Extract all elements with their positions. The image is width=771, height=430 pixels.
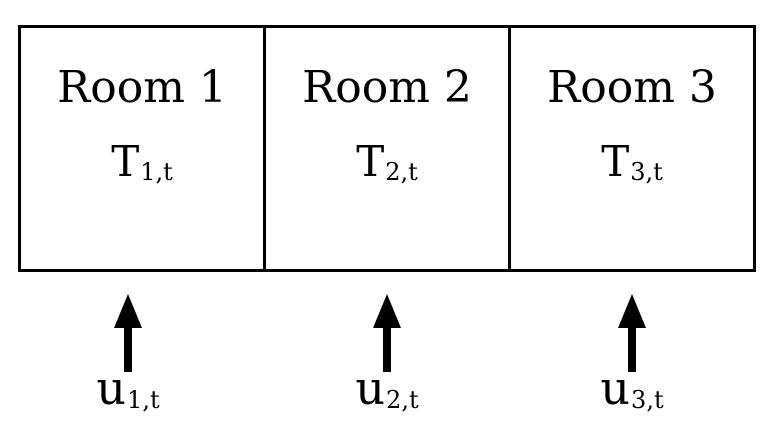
up-arrow-icon [618,294,646,372]
input-1-subscript: 1,t [127,386,160,414]
room-1-box: Room 1 T1,t [21,28,263,269]
room-2-temperature-subscript: 2,t [385,158,418,186]
input-1: u1,t [88,292,168,422]
room-2-temperature: T2,t [266,138,508,196]
input-3-subscript: 3,t [631,386,664,414]
room-3-temperature: T3,t [511,138,753,196]
room-1-label: Room 1 [57,62,227,113]
room-3-temperature-subscript: 3,t [630,158,663,186]
up-arrow-icon [114,294,142,372]
up-arrow-icon [373,294,401,372]
input-1-label: u1,t [88,364,168,424]
input-3-symbol: u [600,361,631,415]
input-2-subscript: 2,t [386,386,419,414]
room-2-label: Room 2 [302,62,472,113]
input-2-label: u2,t [347,364,427,424]
input-3-label: u3,t [592,364,672,424]
room-1-temperature-subscript: 1,t [140,158,173,186]
input-1-symbol: u [96,361,127,415]
input-2: u2,t [347,292,427,422]
room-1-temperature: T1,t [21,138,263,196]
rooms-container: Room 1 T1,t Room 2 T2,t Room 3 T3,t [18,25,756,272]
room-3-box: Room 3 T3,t [508,28,753,269]
room-2-temperature-symbol: T [356,137,385,186]
room-2-box: Room 2 T2,t [263,28,508,269]
room-1-temperature-symbol: T [111,137,140,186]
input-2-symbol: u [355,361,386,415]
input-3: u3,t [592,292,672,422]
room-3-temperature-symbol: T [601,137,630,186]
room-3-label: Room 3 [547,62,717,113]
